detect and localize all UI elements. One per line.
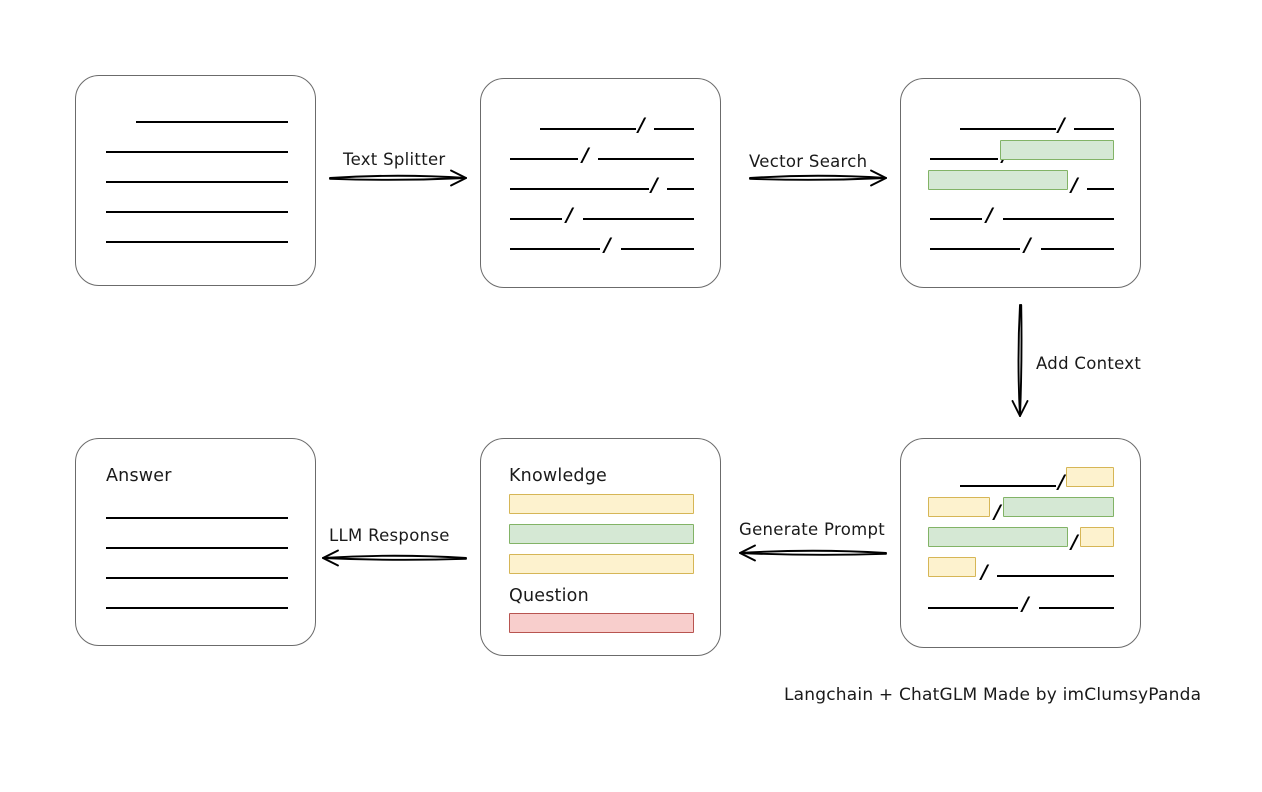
- edge-label-generate-prompt: Generate Prompt: [739, 520, 885, 539]
- text-rule: [667, 188, 694, 191]
- text-rule: [621, 248, 694, 251]
- edge-label-add-context: Add Context: [1036, 354, 1142, 373]
- edge-label-llm-response: LLM Response: [329, 526, 450, 545]
- node-prompt-heading-1: Question: [509, 586, 589, 606]
- text-rule: [960, 128, 1056, 131]
- chunk-separator-slash: /: [1022, 593, 1029, 616]
- text-rule: [106, 547, 288, 550]
- text-rule: [930, 248, 1020, 251]
- text-rule: [510, 158, 578, 161]
- highlight-chip-green: [1003, 497, 1114, 517]
- highlight-chip-yellow: [509, 554, 694, 574]
- text-rule: [1074, 128, 1114, 131]
- text-rule: [510, 248, 600, 251]
- text-rule: [136, 121, 288, 124]
- chunk-separator-slash: /: [986, 204, 993, 227]
- highlight-chip-yellow: [928, 497, 990, 517]
- node-source-document: [75, 75, 316, 286]
- highlight-chip-yellow: [1080, 527, 1114, 547]
- chunk-separator-slash: /: [1024, 234, 1031, 257]
- chunk-separator-slash: /: [582, 144, 589, 167]
- text-rule: [106, 517, 288, 520]
- highlight-chip-yellow: [928, 557, 976, 577]
- chunk-separator-slash: /: [1058, 471, 1065, 494]
- highlight-chip-red: [509, 613, 694, 633]
- chunk-separator-slash: /: [566, 204, 573, 227]
- node-split-chunks: [480, 78, 721, 288]
- highlight-chip-green: [928, 527, 1068, 547]
- text-rule: [106, 151, 288, 154]
- highlight-chip-green: [1000, 140, 1114, 160]
- text-rule: [930, 158, 998, 161]
- text-rule: [583, 218, 694, 221]
- chunk-separator-slash: /: [981, 561, 988, 584]
- chunk-separator-slash: /: [994, 501, 1001, 524]
- text-rule: [997, 575, 1114, 578]
- chunk-separator-slash: /: [1071, 174, 1078, 197]
- text-rule: [106, 607, 288, 610]
- arrow-add-context: [1011, 304, 1029, 417]
- edge-label-vector-search: Vector Search: [749, 152, 868, 171]
- node-answer: [75, 438, 316, 646]
- text-rule: [106, 211, 288, 214]
- text-rule: [1003, 218, 1114, 221]
- text-rule: [510, 188, 649, 191]
- text-rule: [598, 158, 694, 161]
- highlight-chip-yellow: [1066, 467, 1114, 487]
- chunk-separator-slash: /: [1058, 114, 1065, 137]
- text-rule: [930, 218, 982, 221]
- highlight-chip-yellow: [509, 494, 694, 514]
- node-prompt-heading-0: Knowledge: [509, 466, 607, 486]
- arrow-text-splitter: [329, 169, 467, 187]
- text-rule: [1041, 248, 1114, 251]
- chunk-separator-slash: /: [638, 114, 645, 137]
- chunk-separator-slash: /: [604, 234, 611, 257]
- text-rule: [1087, 188, 1114, 191]
- text-rule: [106, 181, 288, 184]
- node-answer-heading-0: Answer: [106, 466, 172, 486]
- text-rule: [106, 577, 288, 580]
- arrow-llm-response: [322, 549, 467, 567]
- arrow-vector-search: [749, 169, 887, 187]
- text-rule: [654, 128, 694, 131]
- text-rule: [960, 485, 1056, 488]
- text-rule: [106, 241, 288, 244]
- footer-credit: Langchain + ChatGLM Made by imClumsyPand…: [784, 685, 1202, 705]
- chunk-separator-slash: /: [651, 174, 658, 197]
- edge-label-text-splitter: Text Splitter: [343, 150, 446, 169]
- highlight-chip-green: [928, 170, 1068, 190]
- text-rule: [928, 607, 1018, 610]
- arrow-generate-prompt: [739, 544, 887, 562]
- text-rule: [540, 128, 636, 131]
- text-rule: [1039, 607, 1114, 610]
- highlight-chip-green: [509, 524, 694, 544]
- text-rule: [510, 218, 562, 221]
- chunk-separator-slash: /: [1071, 531, 1078, 554]
